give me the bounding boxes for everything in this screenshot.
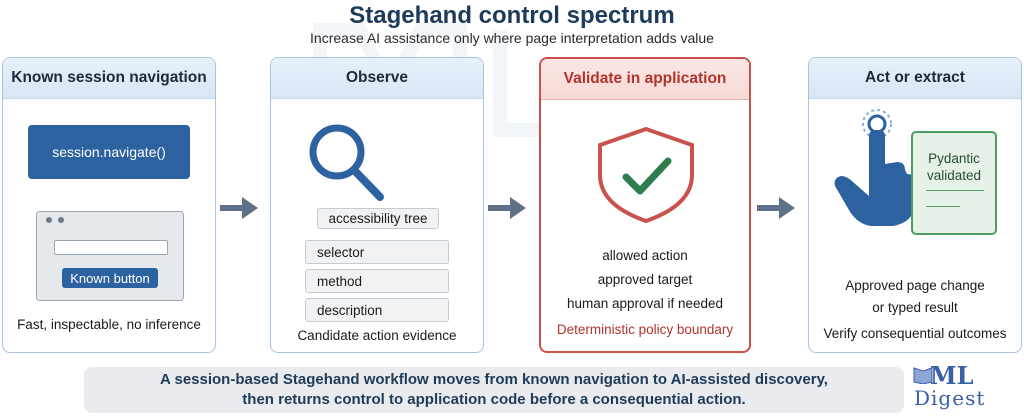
card-line xyxy=(926,206,960,207)
arrow-right-icon xyxy=(220,197,258,219)
session-navigate-button: session.navigate() xyxy=(28,125,190,179)
panel-header-observe: Observe xyxy=(271,58,483,99)
pydantic-card: Pydantic validated xyxy=(911,131,997,235)
footer-line-2: then returns control to application code… xyxy=(242,391,746,408)
validate-line-approval: human approval if needed xyxy=(566,296,724,311)
act-line-change: Approved page change xyxy=(845,278,985,293)
window-dot-icon xyxy=(58,217,64,223)
shield-check-icon xyxy=(598,126,694,224)
chip-method: method xyxy=(305,269,449,293)
browser-title-bar xyxy=(37,212,183,228)
validate-policy-boundary: Deterministic policy boundary xyxy=(556,322,734,337)
pointing-hand-icon xyxy=(834,109,915,226)
book-icon xyxy=(913,367,933,384)
browser-window-illustration: Known button xyxy=(36,211,184,301)
known-button: Known button xyxy=(62,268,158,288)
card-line xyxy=(926,190,984,191)
chip-description: description xyxy=(305,298,449,322)
footer-line-1: A session-based Stagehand workflow moves… xyxy=(160,371,828,388)
window-dot-icon xyxy=(46,217,52,223)
panel-header-validate: Validate in application xyxy=(541,59,749,100)
logo-digest-text: Digest xyxy=(914,386,986,410)
panel-header-known: Known session navigation xyxy=(3,58,215,99)
pydantic-card-title: Pydantic validated xyxy=(926,151,982,183)
diagram-subtitle: Increase AI assistance only where page i… xyxy=(310,30,714,46)
panel-known-navigation: Known session navigation session.navigat… xyxy=(2,57,216,353)
chip-accessibility-tree: accessibility tree xyxy=(317,208,439,229)
panel-header-act: Act or extract xyxy=(809,58,1021,99)
chip-selector: selector xyxy=(305,240,449,264)
panel-validate: Validate in application allowed action a… xyxy=(539,57,751,353)
summary-footer: A session-based Stagehand workflow moves… xyxy=(84,367,904,413)
validate-line-target: approved target xyxy=(597,272,693,287)
panel-caption-known: Fast, inspectable, no inference xyxy=(17,317,201,332)
panel-caption-observe: Candidate action evidence xyxy=(297,328,457,343)
arrow-right-icon xyxy=(757,197,795,219)
act-verify-outcomes: Verify consequential outcomes xyxy=(823,326,1007,341)
validate-line-allowed: allowed action xyxy=(602,248,688,263)
panel-act-extract: Act or extract Pydantic validated Approv… xyxy=(808,57,1022,353)
logo-ml-text: ML xyxy=(930,361,974,390)
act-line-typed: or typed result xyxy=(872,300,958,315)
panel-observe: Observe accessibility tree selector meth… xyxy=(270,57,484,353)
magnifier-icon xyxy=(309,124,384,201)
browser-input-field xyxy=(54,240,168,255)
diagram-title: Stagehand control spectrum xyxy=(349,2,675,29)
ml-digest-logo: ML Digest xyxy=(908,361,1020,413)
arrow-right-icon xyxy=(488,197,526,219)
